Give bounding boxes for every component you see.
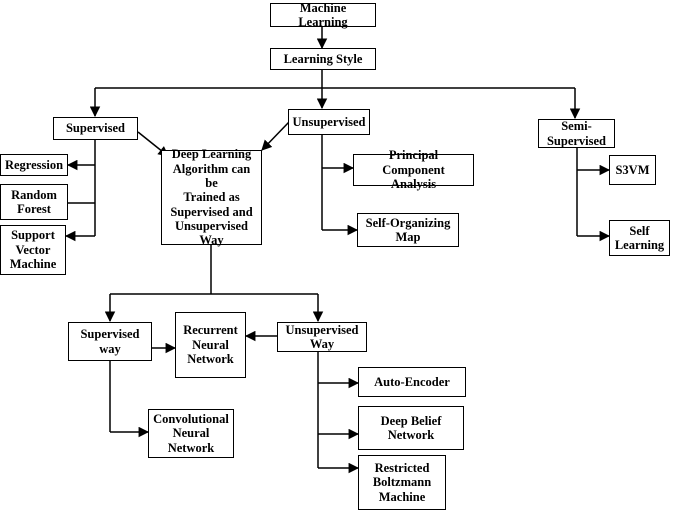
node-s3vm: S3VM	[609, 155, 656, 185]
node-auto-encoder: Auto-Encoder	[358, 367, 466, 397]
node-machine-learning: Machine Learning	[270, 1, 376, 29]
node-supervised: Supervised	[53, 117, 138, 140]
node-unsupervised: Unsupervised	[288, 109, 370, 135]
node-learning-style: Learning Style	[270, 48, 376, 70]
edge-unsupervised-to-dl	[261, 121, 290, 151]
node-semi-supervised: Semi-Supervised	[538, 119, 615, 148]
node-regression: Regression	[0, 154, 68, 176]
